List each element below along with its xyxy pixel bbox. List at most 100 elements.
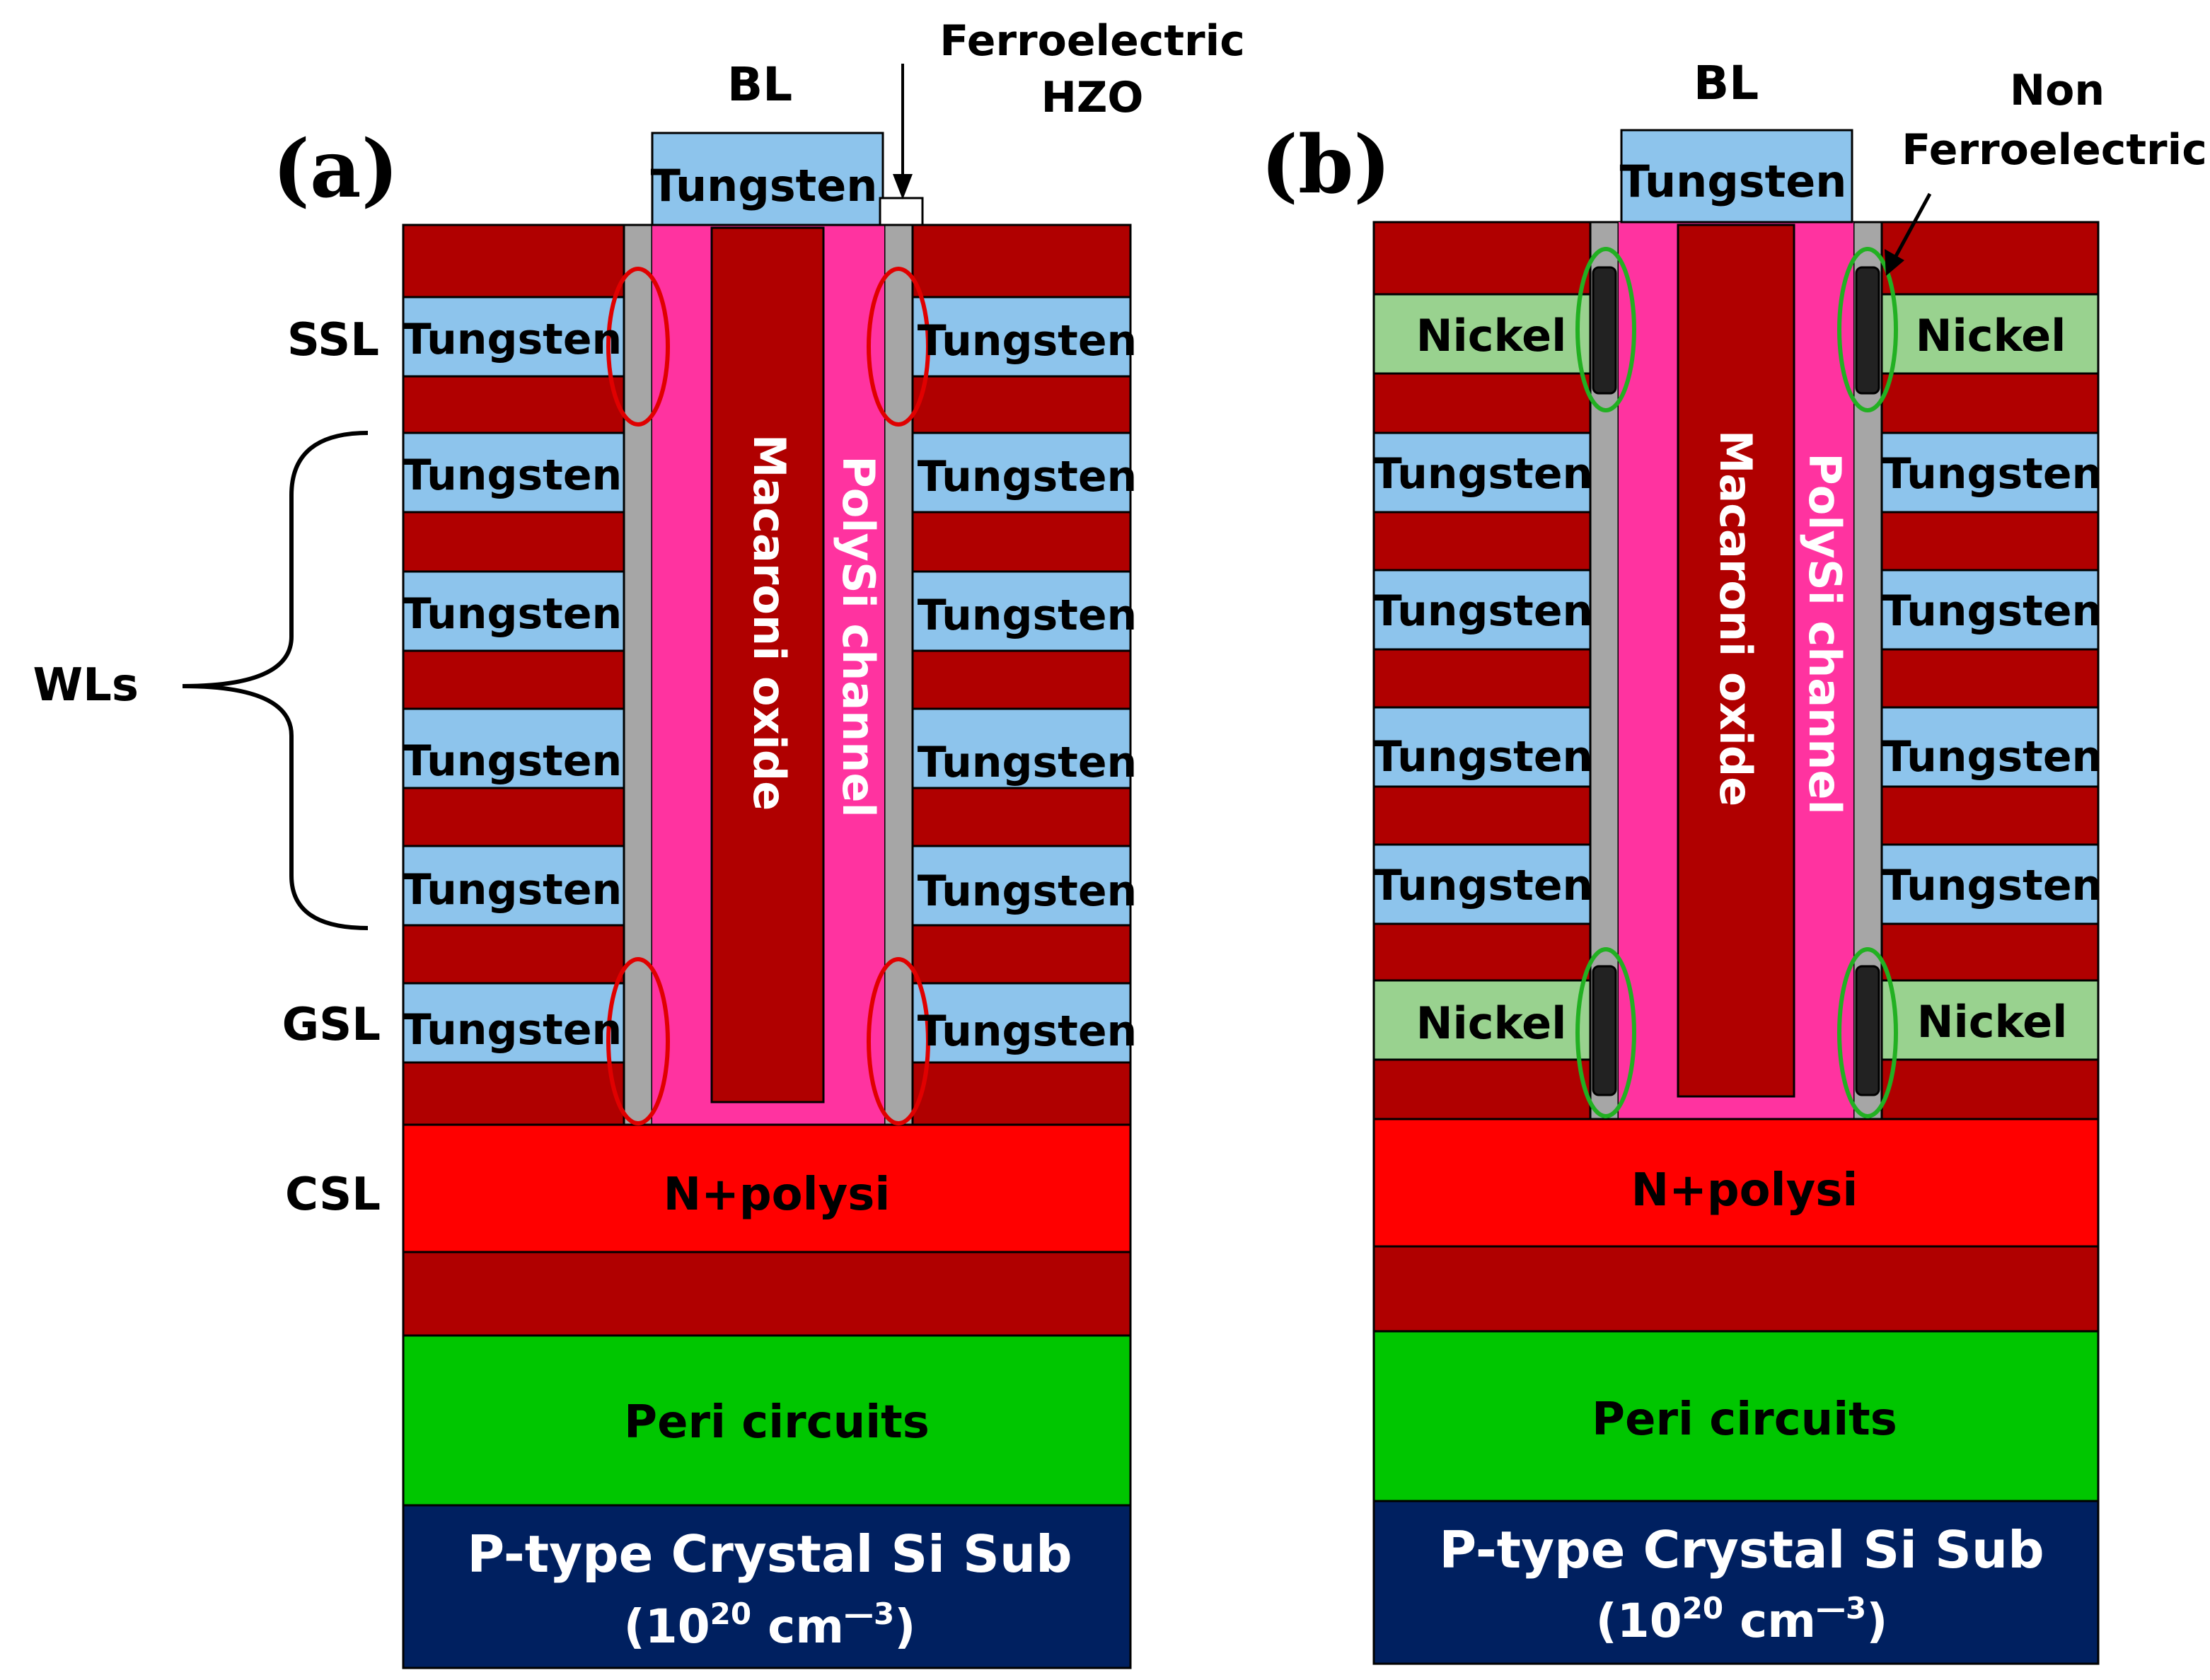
wl3-metal-right-b — [1880, 706, 2100, 788]
wl4-metal-right-a — [911, 845, 1132, 927]
callout-b-line1: Non — [2010, 66, 2105, 115]
core-label-a: Macaroni oxide — [744, 434, 795, 811]
hzo-cap-a — [879, 197, 924, 226]
wl4-left-b-text: Tungsten — [1373, 861, 1593, 910]
oxide-bottom-a — [402, 1251, 1132, 1337]
core-label-b: Macaroni oxide — [1710, 430, 1761, 807]
gsl-metal-right-b — [1880, 979, 2100, 1061]
callout-arrow-b — [1885, 192, 1932, 276]
wl1-metal-right-b — [1880, 431, 2100, 514]
wl2-metal-left-a — [402, 570, 625, 652]
highlight-gsl-left-b — [1575, 947, 1636, 1118]
gsl-label: GSL — [282, 999, 381, 1051]
wl2-metal-left-b — [1372, 569, 1592, 651]
wl4-left-a-text: Tungsten — [403, 865, 623, 915]
peri-layer-a — [402, 1334, 1132, 1507]
oxide-bottom-b — [1372, 1245, 2100, 1333]
csl-label: CSL — [285, 1169, 381, 1221]
nonferro-gsl-right-b — [1855, 965, 1880, 1096]
peri-label-a: Peri circuits — [624, 1396, 930, 1449]
channel-label-a: PolySi channel — [833, 456, 884, 818]
gsl-metal-right-a — [911, 982, 1132, 1064]
substrate-label-a: P-type Crystal Si Sub — [467, 1524, 1072, 1584]
wl4-metal-right-b — [1880, 843, 2100, 925]
wl3-left-a-text: Tungsten — [403, 736, 623, 786]
highlight-ssl-left-b — [1575, 247, 1636, 412]
callout-a-line2: HZO — [1041, 73, 1144, 122]
bitline-b — [1620, 129, 1853, 224]
ssl-metal-left-a-text: Tungsten — [403, 315, 623, 364]
highlight-ssl-right-a — [867, 267, 930, 427]
panel-tag-b: (b) — [1261, 119, 1391, 212]
wl1-right-a-text: Tungsten — [918, 452, 1138, 502]
ssl-metal-right-a-text: Tungsten — [918, 316, 1138, 366]
wl1-metal-right-a — [911, 431, 1132, 514]
wl1-left-a-text: Tungsten — [403, 451, 623, 500]
wl3-metal-left-a — [402, 707, 625, 789]
ferroelectric-highlights-a — [606, 267, 930, 1125]
csl-layer-label-a: N+polysi — [664, 1169, 891, 1221]
wl1-metal-left-b — [1372, 431, 1592, 514]
macaroni-core-a — [710, 226, 825, 1103]
doping-label-a: (1020 cm—3) — [624, 1597, 916, 1654]
substrate-label-b: P-type Crystal Si Sub — [1439, 1520, 2044, 1580]
panel-b — [1372, 129, 2100, 1665]
wl4-metal-left-a — [402, 845, 625, 927]
nonferro-gsl-left-b — [1592, 965, 1617, 1096]
wl2-metal-right-b — [1880, 569, 2100, 651]
ssl-metal-left-a — [402, 296, 625, 378]
ssl-metal-left-b — [1372, 293, 1592, 375]
highlight-gsl-right-a — [867, 957, 930, 1125]
channel-label-b: PolySi channel — [1799, 453, 1851, 815]
callout-b-line2: Ferroelectric — [1902, 125, 2207, 175]
wl2-left-a-text: Tungsten — [403, 589, 623, 639]
callout-arrow-a — [893, 64, 913, 199]
substrate-a — [402, 1504, 1132, 1669]
highlight-gsl-right-b — [1837, 947, 1898, 1118]
bitline-metal-b: Tungsten — [1620, 156, 1847, 207]
panel-tag-a: (a) — [272, 123, 399, 216]
substrate-b — [1372, 1500, 2100, 1665]
doping-label-b: (1020 cm—3) — [1596, 1591, 1888, 1648]
gsl-metal-left-b-text: Nickel — [1416, 997, 1567, 1049]
gsl-metal-right-a-text: Tungsten — [918, 1007, 1138, 1056]
ssl-label: SSL — [287, 314, 379, 366]
wl4-right-a-text: Tungsten — [918, 867, 1138, 916]
hzo-liner-left-a — [623, 224, 654, 1126]
callout-a-line1: Ferroelectric — [939, 16, 1245, 66]
gsl-metal-left-a — [402, 982, 625, 1064]
bitline-a — [651, 132, 884, 226]
gsl-metal-left-a-text: Tungsten — [403, 1005, 623, 1055]
wl3-metal-left-b — [1372, 706, 1592, 788]
csl-layer-b — [1372, 1118, 2100, 1248]
bl-label-a: BL — [727, 57, 792, 112]
wl1-left-b-text: Tungsten — [1373, 449, 1593, 499]
wls-brace — [182, 431, 369, 930]
nonferro-ssl-left-b — [1592, 266, 1617, 395]
highlight-gsl-left-a — [606, 957, 670, 1125]
csl-layer-a — [402, 1123, 1132, 1253]
panel-a — [402, 132, 1132, 1669]
wls-label: WLs — [33, 659, 139, 712]
wl2-right-a-text: Tungsten — [918, 591, 1138, 640]
highlight-ssl-left-a — [606, 267, 670, 427]
wl3-right-a-text: Tungsten — [918, 738, 1138, 787]
peri-label-b: Peri circuits — [1592, 1394, 1897, 1446]
hzo-liner-right-a — [883, 224, 914, 1126]
bitline-metal-a: Tungsten — [651, 160, 878, 212]
highlight-ssl-right-b — [1837, 247, 1898, 412]
ssl-metal-right-a — [911, 296, 1132, 378]
bl-label-b: BL — [1694, 56, 1759, 110]
nonferro-highlights-b — [1575, 247, 1898, 1118]
wl2-left-b-text: Tungsten — [1373, 586, 1593, 636]
csl-layer-label-b: N+polysi — [1631, 1164, 1858, 1217]
wl2-metal-right-a — [911, 570, 1132, 652]
nonferro-ssl-right-b — [1855, 266, 1880, 395]
wl4-right-b-text: Tungsten — [1882, 861, 2102, 910]
wl2-right-b-text: Tungsten — [1882, 586, 2102, 636]
macaroni-core-b — [1677, 224, 1795, 1098]
wl3-left-b-text: Tungsten — [1373, 732, 1593, 782]
gsl-metal-right-b-text: Nickel — [1917, 996, 2068, 1048]
wl3-right-b-text: Tungsten — [1882, 732, 2102, 782]
